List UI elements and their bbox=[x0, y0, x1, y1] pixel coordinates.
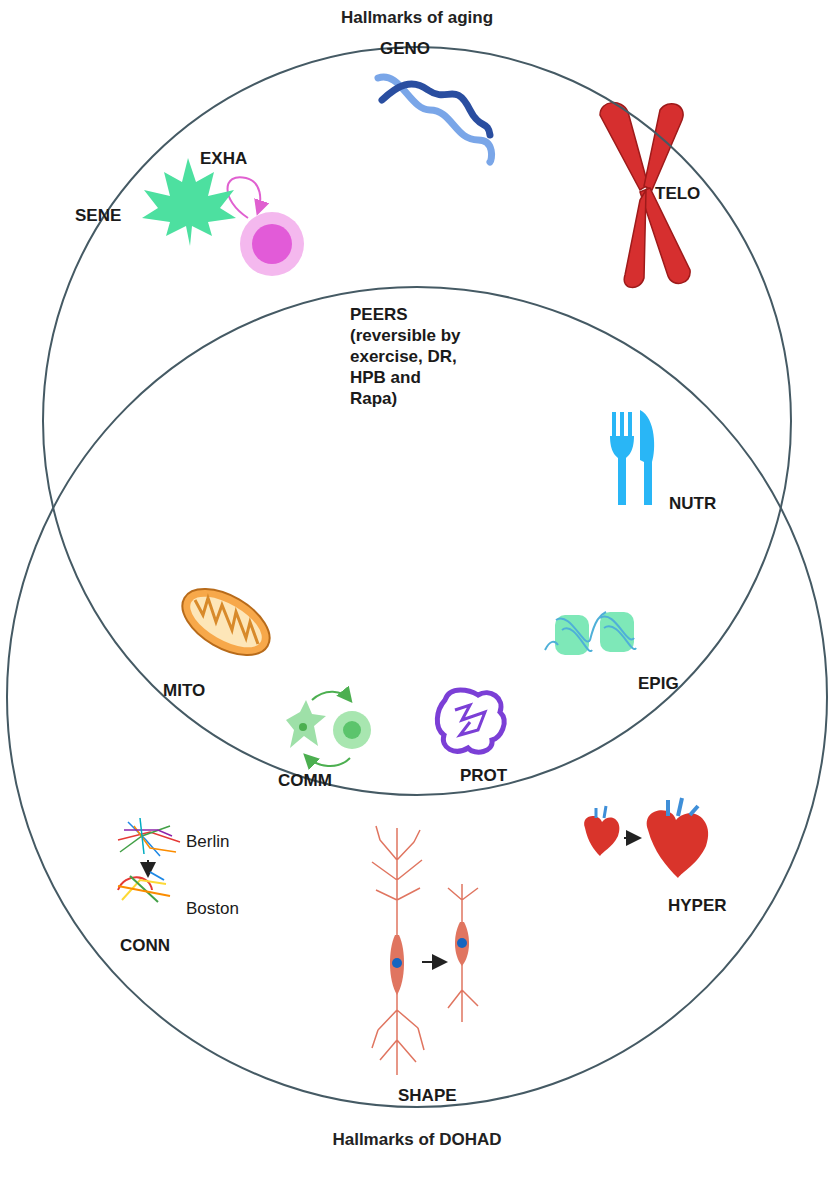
mitochondrion-icon bbox=[171, 575, 280, 668]
hallmark-label: Boston bbox=[186, 898, 239, 919]
venn-circle: Hallmarks of aging bbox=[42, 46, 792, 796]
nucleosome-icon bbox=[545, 612, 636, 655]
stem-cell-icon bbox=[228, 177, 305, 276]
hallmark-label: CONN bbox=[120, 935, 170, 956]
hallmark-label: HYPER bbox=[668, 895, 727, 916]
hallmark-label: SHAPE bbox=[398, 1085, 457, 1106]
circle-title: Hallmarks of DOHAD bbox=[332, 1130, 501, 1150]
heart-icon bbox=[584, 798, 708, 878]
hallmark-label: NUTR bbox=[669, 493, 716, 514]
dna-icon bbox=[378, 77, 492, 162]
protein-icon bbox=[437, 690, 504, 752]
venn-circle: Hallmarks of DOHAD bbox=[6, 286, 828, 1108]
hallmark-label: PEERS (reversible by exercise, DR, HPB a… bbox=[350, 304, 472, 409]
neuron-icon bbox=[372, 826, 478, 1075]
circle-outline bbox=[42, 46, 792, 796]
circle-outline bbox=[6, 286, 828, 1108]
hallmark-label: TELO bbox=[655, 183, 700, 204]
hallmark-label: GENO bbox=[380, 38, 430, 59]
hallmark-label: COMM bbox=[278, 770, 332, 791]
hallmark-label: Berlin bbox=[186, 831, 229, 852]
cutlery-icon bbox=[610, 410, 654, 505]
metro-map-icon bbox=[118, 818, 180, 902]
cell-communication-icon bbox=[286, 692, 371, 766]
hallmark-label: SENE bbox=[75, 205, 121, 226]
hallmark-label: PROT bbox=[460, 765, 507, 786]
circle-title: Hallmarks of aging bbox=[341, 8, 493, 28]
nucleus-dot bbox=[457, 938, 467, 948]
hallmark-label: EPIG bbox=[638, 673, 679, 694]
leaf-icon bbox=[142, 158, 236, 246]
nucleus-dot bbox=[392, 958, 402, 968]
hallmark-label: EXHA bbox=[200, 148, 247, 169]
hallmark-label: MITO bbox=[163, 680, 205, 701]
